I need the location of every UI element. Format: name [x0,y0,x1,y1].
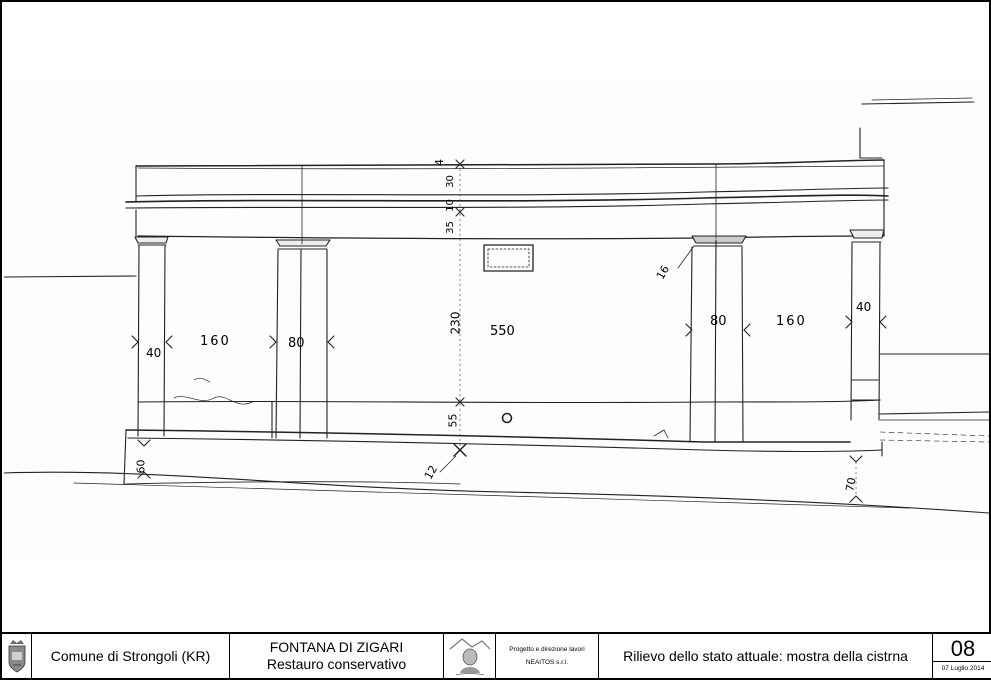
company-role: Progetto e direzione lavori [509,646,585,653]
project-title: FONTANA DI ZIGARI [269,639,404,655]
comune-name: Comune di Strongoli (KR) [32,634,230,678]
dimension-label: 80 [288,336,305,351]
company-cell: Progetto e direzione lavori NEAITOS s.r.… [496,634,599,678]
dimension-label: 35 [444,221,456,234]
crest-cell [2,634,32,678]
dimension-label: 230 [448,311,463,335]
dimension-label: 550 [490,324,515,339]
drawing-description: Rilievo dello stato attuale: mostra dell… [599,634,933,678]
dimension-label: 160 [776,314,807,329]
dimension-label: 10 [444,199,456,212]
dimension-label: 80 [710,314,727,329]
sheet-number-cell: 08 07 Luglio 2014 [933,634,991,678]
dimension-label: 40 [856,300,872,314]
sheet-number: 08 [933,634,991,662]
project-subtitle: Restauro conservativo [266,656,407,672]
dimension-label: 4 [433,159,446,166]
company-name: NEAITOS s.r.l. [525,659,569,666]
dimension-label: 40 [146,346,162,360]
title-block: Comune di Strongoli (KR) FONTANA DI ZIGA… [2,632,991,678]
elevation-drawing: 4 30 10 35 40 160 80 230 550 55 12 16 80… [4,80,989,562]
sheet-date: 07 Luglio 2014 [941,665,985,672]
neaitos-logo-icon [449,638,490,676]
comune-crest-icon [8,640,25,673]
project-title-cell: FONTANA DI ZIGARI Restauro conservativo [230,634,444,678]
dimension-label: 160 [200,334,231,349]
dimension-label: 30 [444,175,456,188]
dimension-label: 55 [446,413,460,428]
dimension-label: 70 [843,476,859,493]
dimension-label: 60 [134,459,148,474]
logo-cell [444,634,496,678]
elevation-sketch [4,97,989,514]
